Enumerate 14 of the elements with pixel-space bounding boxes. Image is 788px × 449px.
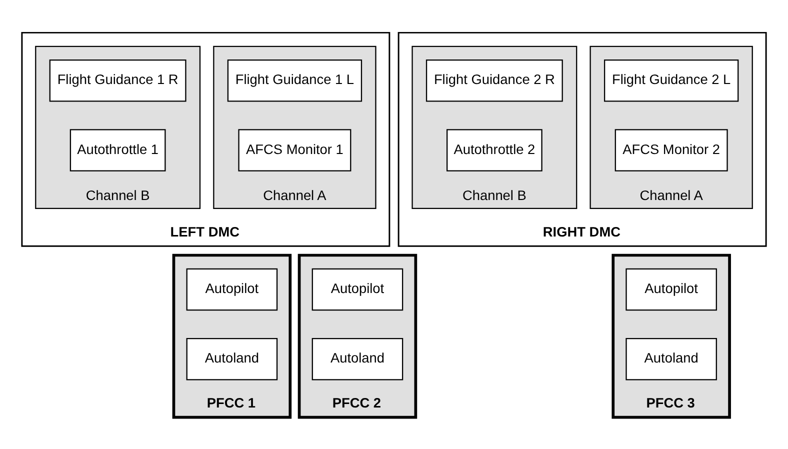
node-box: Autoland xyxy=(186,337,278,380)
node-box: Flight Guidance 2 L xyxy=(604,59,739,102)
node-box: Autoland xyxy=(312,337,404,380)
node-box: Flight Guidance 1 R xyxy=(49,59,186,102)
node-box: AFCS Monitor 2 xyxy=(614,128,728,171)
node-box: AFCS Monitor 1 xyxy=(238,128,352,171)
node-box: Autopilot xyxy=(626,268,717,310)
node-box: Autothrottle 1 xyxy=(70,128,166,171)
node-box: Flight Guidance 1 L xyxy=(227,59,362,102)
node-box: Flight Guidance 2 R xyxy=(426,59,563,102)
node-box: Autoland xyxy=(626,337,717,380)
node-box: Autothrottle 2 xyxy=(446,128,542,171)
node-box: Autopilot xyxy=(312,268,404,310)
node-box: Autopilot xyxy=(186,268,278,310)
